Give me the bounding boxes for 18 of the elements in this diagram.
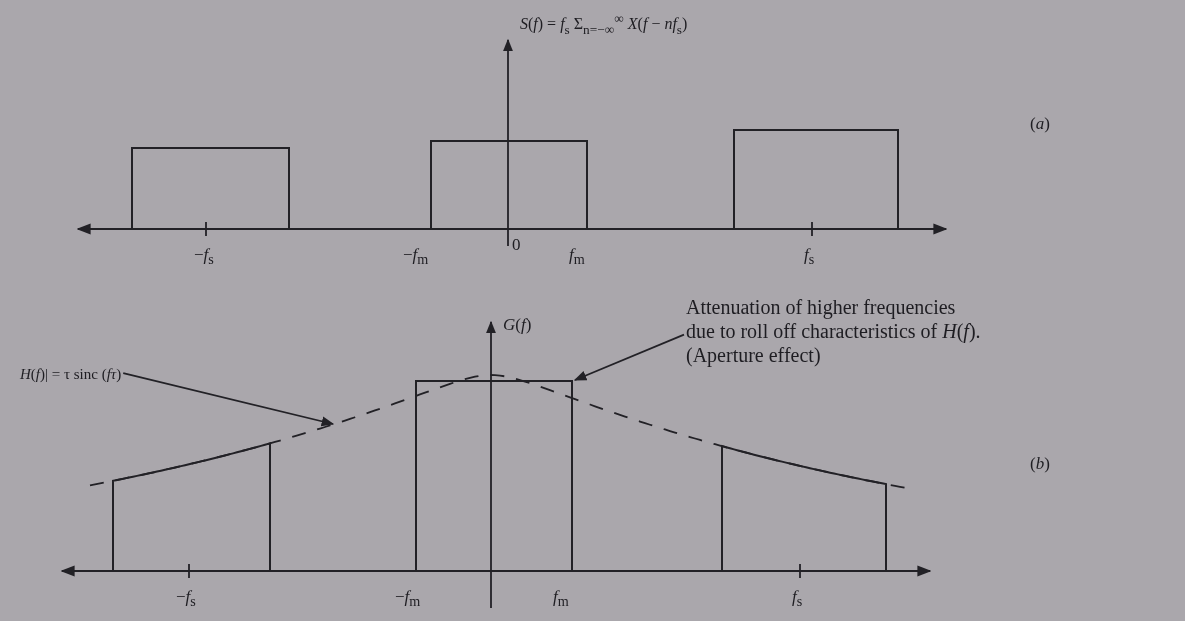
axis-label: f$_{m}$ [553, 588, 569, 610]
axis-label: 0 [512, 236, 521, 255]
axis-label: f$_{m}$ [569, 246, 585, 268]
leader-line [122, 372, 335, 427]
annotation-text: H(f)| = τ sinc (fτ) [20, 365, 122, 383]
formula-label: S(f) = f$_{s}$ Σ$_{n=−∞}$$^{∞}$ X(f − nf$_{s}$) [520, 12, 688, 38]
axis-label: −f$_{s}$ [194, 246, 214, 268]
leader-line [573, 333, 685, 381]
axis-label: f$_{s}$ [804, 246, 815, 268]
panel-label: (b) [1030, 455, 1050, 474]
panel-label: (a) [1030, 115, 1050, 134]
annotation-text: Attenuation of higher frequencies due to roll off characteristics of H(f). (Aperture effect) [686, 295, 982, 367]
axis-label: −f$_{s}$ [176, 588, 196, 610]
spectrum-pulse [415, 380, 573, 571]
axis-label: −f$_{m}$ [403, 246, 429, 268]
axis-title: G(f) [503, 316, 532, 335]
axis-label: −f$_{m}$ [395, 588, 421, 610]
axis-label: f$_{s}$ [792, 588, 803, 610]
